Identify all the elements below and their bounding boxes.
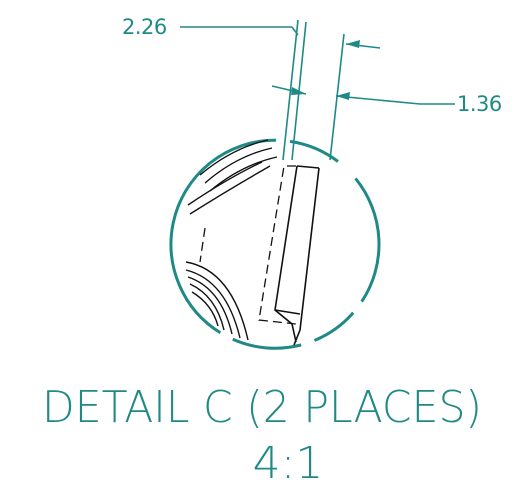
dimension-label-1-36: 1.36 — [457, 92, 502, 116]
dimension-arrow-bottom — [335, 95, 421, 105]
dimension-label-2-26: 2.26 — [122, 15, 167, 39]
arrowhead-top — [346, 40, 360, 48]
extension-line-right — [329, 33, 345, 161]
detail-title: DETAIL C (2 PLACES) — [42, 382, 482, 433]
hidden-profile — [258, 165, 297, 325]
detail-scale: 4:1 — [253, 438, 324, 487]
arc-upper-2 — [204, 147, 273, 184]
slot-top-edge — [296, 165, 320, 169]
slot-right-edge — [293, 167, 320, 346]
detail-circle — [169, 138, 381, 350]
hidden-line-left — [199, 227, 206, 263]
arc-lower-3 — [187, 276, 233, 335]
arrowhead-bottom — [336, 92, 350, 100]
arc-upper-4 — [187, 161, 263, 206]
arc-lower-2 — [185, 269, 241, 339]
slot-bottom-edge — [274, 309, 301, 315]
arc-lower-1 — [185, 261, 249, 341]
arc-upper-1 — [199, 139, 269, 176]
arc-upper-5 — [189, 165, 271, 215]
dimension-1-36: 1.36 — [329, 33, 502, 161]
arc-lower-4 — [189, 283, 225, 331]
arc-lower-5 — [191, 291, 219, 327]
arc-upper-3 — [209, 156, 278, 192]
slot-left-edge — [274, 165, 298, 343]
part-geometry — [185, 139, 320, 346]
arrowhead-2-26 — [291, 87, 306, 95]
dimension-2-26: 2.26 — [122, 15, 307, 161]
